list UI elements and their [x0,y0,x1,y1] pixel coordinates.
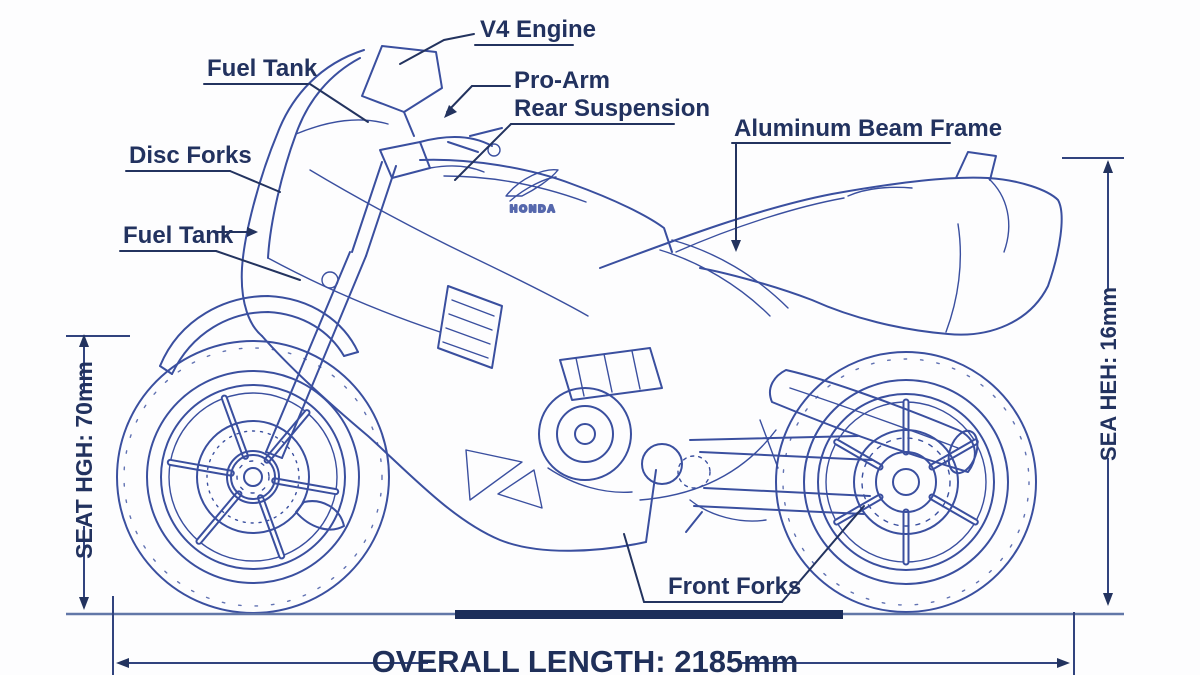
label-v4-engine: V4 Engine [480,16,596,43]
front-wheel [116,340,390,614]
handlebar-controls [379,127,503,179]
dimension-seat-height-left: SEAT HGH: 70mm [71,361,97,559]
dimension-lines [66,157,1124,675]
label-pro-arm-line1: Pro-Arm [514,67,610,94]
tank-badge-text: HONDA [510,204,557,215]
label-pro-arm-line2: Rear Suspension [514,95,710,122]
label-fuel-tank-side: Fuel Tank [123,222,234,249]
dimension-overall-length: OVERALL LENGTH: 2185mm [372,644,799,675]
engine [538,347,767,533]
honda-wing-badge: HONDA [505,169,559,216]
rear-sprocket [853,429,959,535]
label-disc-forks: Disc Forks [129,142,252,169]
fuel-tank-shape [419,158,673,253]
motorcycle-line-art: HONDA [116,45,1063,614]
front-brake-disc [196,420,310,534]
radiator [437,285,503,369]
swingarm-chain [677,419,873,515]
ground-navy-bar [455,610,843,619]
exhaust-muffler [639,369,979,501]
mirror [361,45,443,137]
front-forks-assembly [265,161,397,459]
belly-vents [465,449,543,509]
front-brake-caliper [295,500,345,531]
label-front-forks: Front Forks [668,573,801,600]
rear-wheel [775,351,1037,613]
frame-beam [659,239,789,317]
windscreen-fairing-nose [240,49,657,552]
callout-lines [119,33,951,603]
front-fender [159,295,359,375]
label-aluminum-beam-frame: Aluminum Beam Frame [734,115,1002,142]
dimension-height-right: SEA HEH: 16mm [1096,287,1121,461]
label-fuel-tank-top: Fuel Tank [207,55,318,82]
seat-tail [599,151,1063,336]
